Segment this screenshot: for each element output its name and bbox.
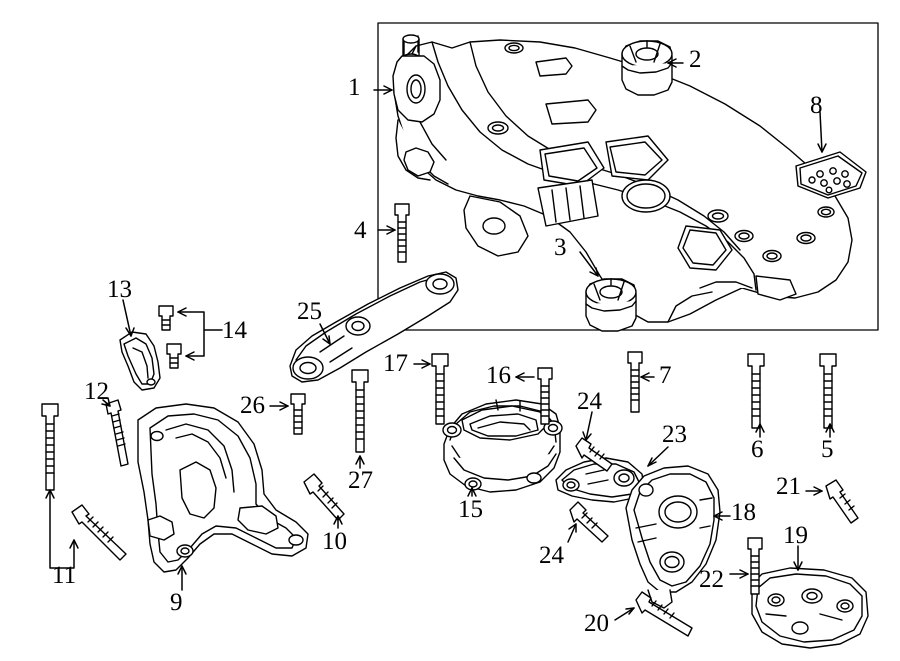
part-26-bolt	[290, 393, 306, 435]
callout-10: 10	[322, 528, 347, 555]
part-24-bolt-lower	[569, 501, 609, 543]
part-4-bolt	[394, 203, 410, 263]
part-18-mount-bracket	[625, 465, 721, 609]
callout-24-upper: 24	[577, 388, 602, 415]
part-25-torque-strut	[289, 271, 459, 383]
callout-16: 16	[486, 362, 511, 389]
part-27-bolt	[351, 369, 369, 453]
part-7-bolt	[627, 351, 643, 413]
part-3-bushing-cap	[585, 278, 637, 332]
part-11-bolt-angled	[71, 504, 127, 561]
part-6-bolt	[747, 353, 765, 429]
callout-9: 9	[170, 589, 183, 616]
callout-4: 4	[354, 217, 367, 244]
callout-23: 23	[662, 421, 687, 448]
part-17-bolt	[431, 353, 449, 425]
callout-1: 1	[348, 74, 361, 101]
front-subframe	[392, 34, 853, 323]
callout-15: 15	[458, 496, 483, 523]
part-12-bolt	[105, 399, 129, 467]
callout-13: 13	[107, 276, 132, 303]
callout-6: 6	[751, 436, 764, 463]
callout-19: 19	[783, 522, 808, 549]
part-15-transmission-mount	[442, 399, 563, 493]
part-21-bolt	[825, 479, 859, 524]
callout-20: 20	[584, 610, 609, 637]
part-8-shield-plate	[795, 151, 867, 199]
part-9-engine-mount-bracket	[137, 403, 309, 573]
callout-17: 17	[383, 350, 408, 377]
callout-25: 25	[297, 298, 322, 325]
part-14-bolt-upper	[158, 305, 174, 331]
callout-12: 12	[84, 378, 109, 405]
part-2-bushing-cap	[621, 40, 673, 96]
callout-3: 3	[554, 234, 567, 261]
part-24-bolt-upper	[575, 437, 613, 472]
part-11-bolt	[41, 403, 59, 491]
part-23-torque-rod	[555, 457, 645, 503]
callout-5: 5	[821, 436, 834, 463]
callout-24-lower: 24	[539, 542, 564, 569]
callout-7: 7	[659, 362, 672, 389]
callout-2: 2	[689, 46, 702, 73]
callout-26: 26	[240, 392, 265, 419]
part-22-bolt	[747, 537, 763, 595]
part-19-support-bracket	[751, 567, 869, 649]
callout-27: 27	[348, 467, 373, 494]
part-16-bolt	[537, 367, 553, 425]
callout-11: 11	[52, 562, 77, 589]
callout-21: 21	[776, 473, 801, 500]
callout-18: 18	[731, 499, 756, 526]
callout-22: 22	[699, 566, 724, 593]
part-13-bracket	[119, 331, 161, 391]
part-5-bolt	[819, 353, 837, 429]
part-20-bolt	[635, 591, 693, 637]
callout-14: 14	[222, 317, 247, 344]
part-10-bolt	[303, 473, 345, 521]
leader-lines	[45, 58, 835, 621]
part-14-bolt-lower	[166, 343, 182, 369]
callout-8: 8	[810, 92, 823, 119]
